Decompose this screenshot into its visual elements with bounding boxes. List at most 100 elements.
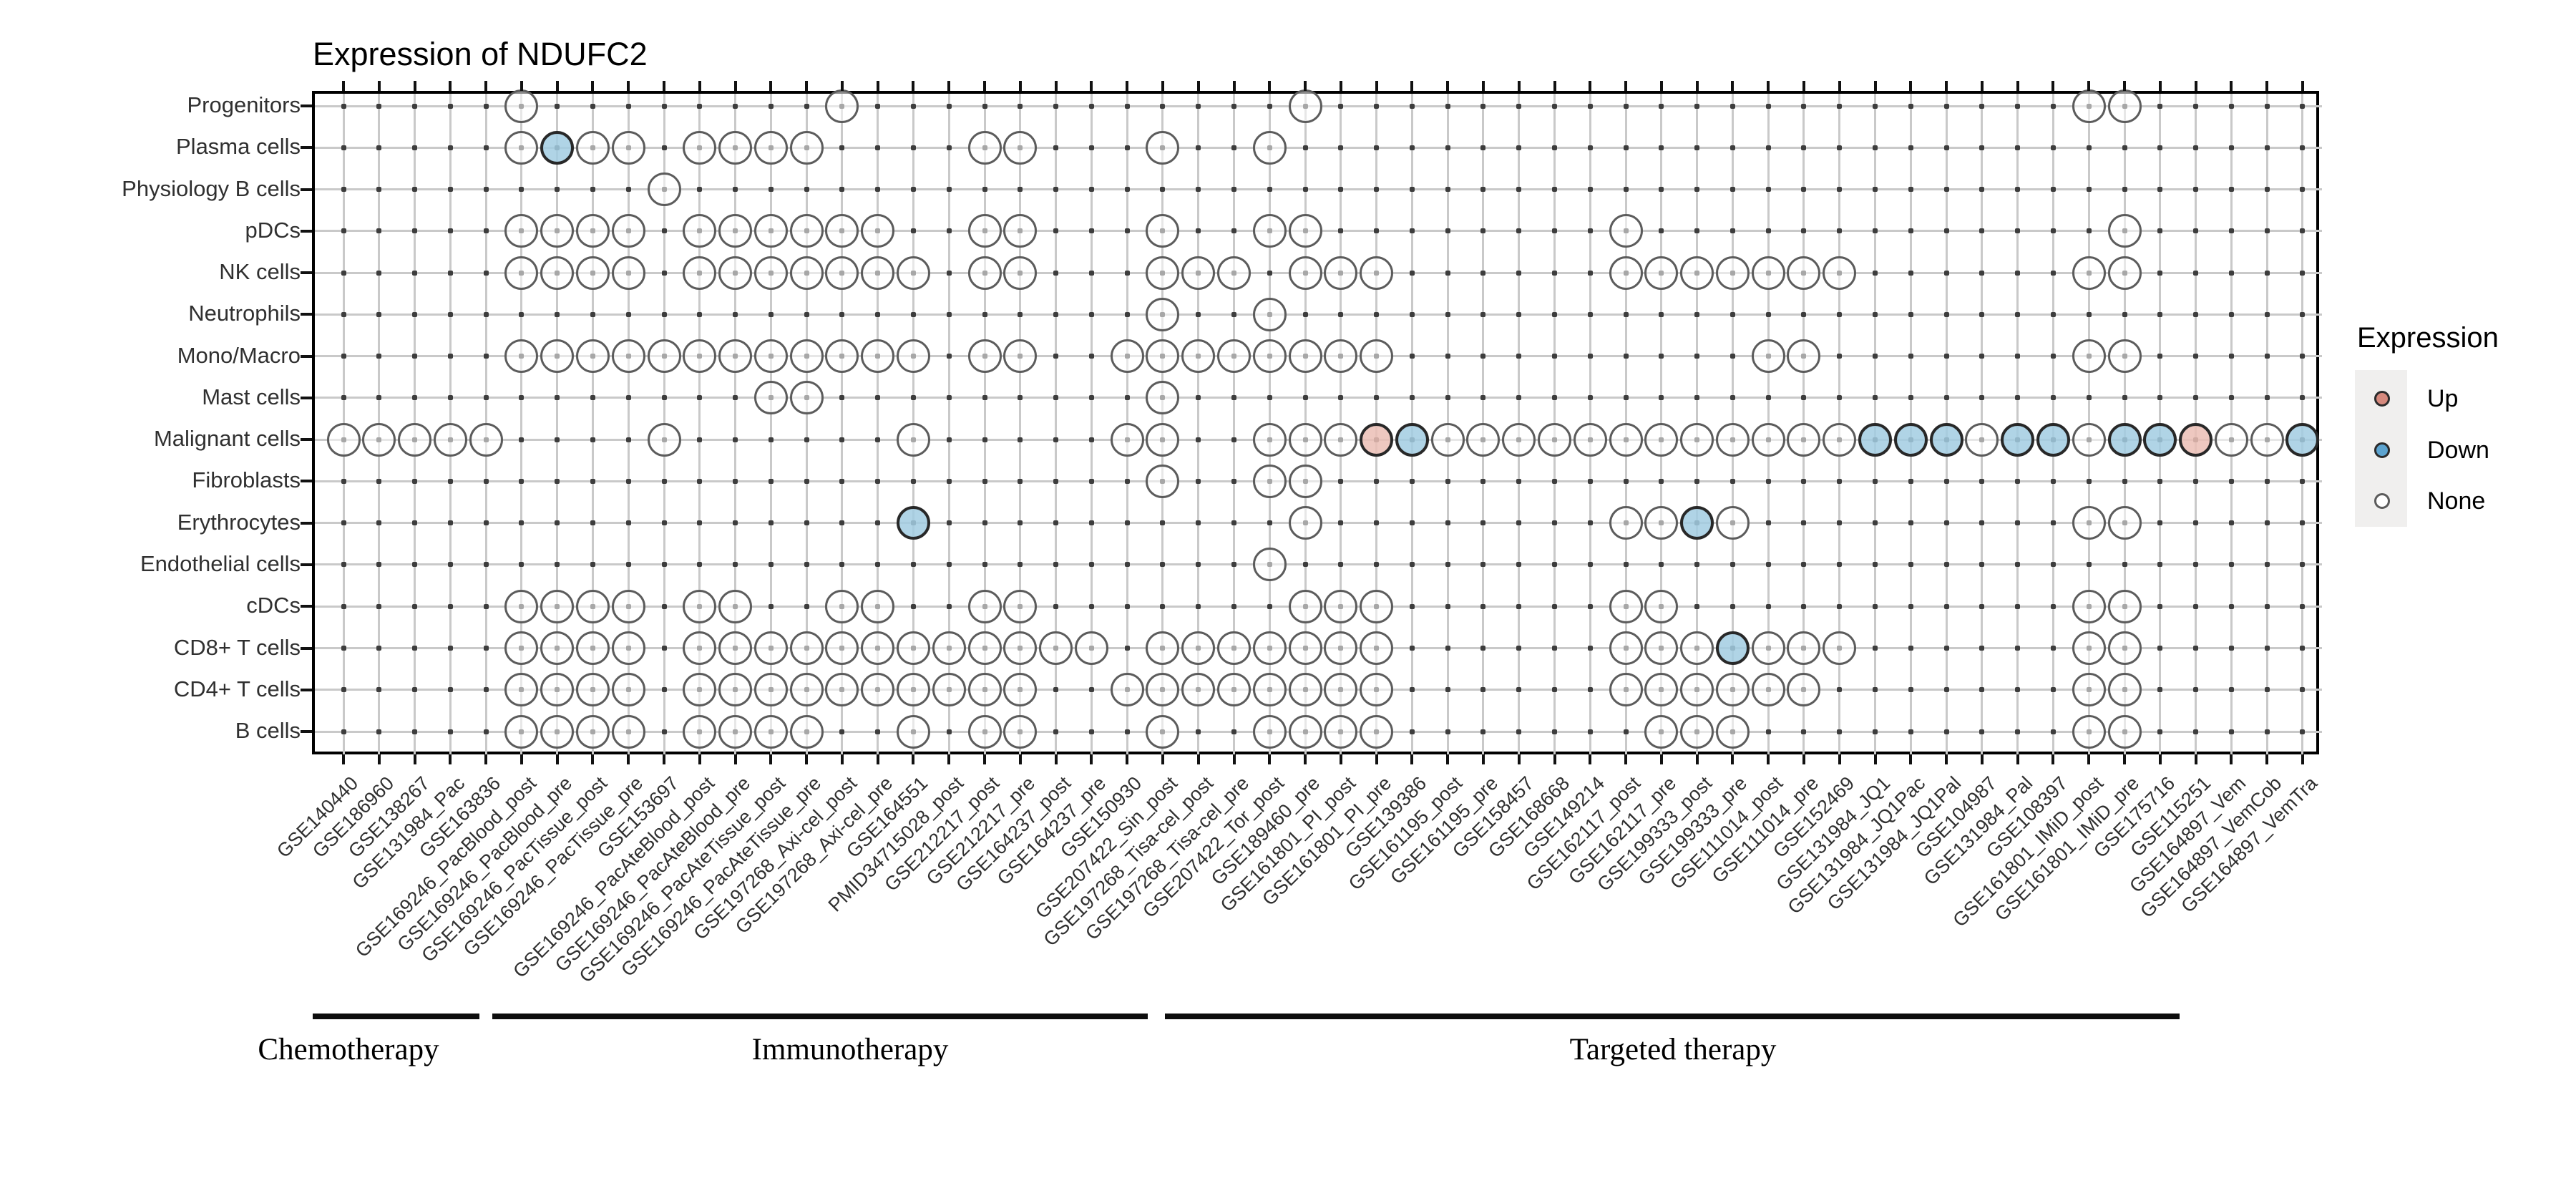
grid-dot [661, 478, 667, 484]
grid-dot [1196, 562, 1201, 568]
x-tick [1304, 754, 1307, 764]
expression-dot [2072, 673, 2106, 707]
expression-dot [718, 214, 753, 248]
grid-dot [1445, 687, 1450, 693]
grid-dot [946, 270, 952, 276]
expression-dot [575, 589, 610, 623]
grid-dot [376, 687, 382, 693]
gridline-vertical [1197, 94, 1200, 757]
grid-dot [1302, 311, 1308, 317]
grid-dot [555, 395, 560, 401]
grid-dot [519, 437, 525, 442]
grid-dot [1837, 395, 1843, 401]
grid-dot [1801, 228, 1807, 234]
grid-dot [412, 103, 418, 109]
x-tick-top [1232, 81, 1236, 91]
expression-dot [896, 339, 930, 374]
grid-dot [625, 395, 631, 401]
grid-dot [946, 478, 952, 484]
grid-dot [483, 311, 489, 317]
grid-dot [1480, 520, 1486, 526]
y-tick [301, 605, 312, 608]
grid-dot [519, 395, 525, 401]
grid-dot [2300, 646, 2306, 651]
y-tick [301, 646, 312, 650]
y-axis-label: CD8+ T cells [173, 634, 301, 660]
grid-dot [483, 228, 489, 234]
grid-dot [2264, 354, 2270, 359]
grid-dot [483, 354, 489, 359]
grid-dot [946, 603, 952, 609]
grid-dot [1516, 145, 1522, 150]
grid-dot [1729, 228, 1735, 234]
grid-dot [2015, 103, 2021, 109]
expression-dot [647, 172, 681, 207]
grid-dot [1124, 228, 1130, 234]
grid-dot [590, 103, 595, 109]
gridline-horizontal [315, 397, 2322, 399]
expression-dot [1360, 339, 1394, 374]
grid-dot [1160, 187, 1166, 193]
grid-dot [447, 520, 453, 526]
gridline-vertical [734, 94, 737, 757]
grid-dot [2050, 270, 2056, 276]
grid-dot [412, 270, 418, 276]
x-tick-top [2123, 81, 2126, 91]
expression-dot [1360, 673, 1394, 707]
x-tick-top [449, 81, 452, 91]
grid-dot [341, 311, 346, 317]
grid-dot [1659, 187, 1664, 193]
grid-dot [1374, 103, 1380, 109]
grid-dot [483, 646, 489, 651]
grid-dot [483, 187, 489, 193]
grid-dot [2050, 187, 2056, 193]
x-tick [1054, 754, 1058, 764]
grid-dot [1160, 520, 1166, 526]
grid-dot [946, 228, 952, 234]
grid-dot [1516, 562, 1522, 568]
grid-dot [447, 603, 453, 609]
grid-dot [982, 562, 987, 568]
y-tick [301, 396, 312, 399]
grid-dot [2264, 478, 2270, 484]
x-tick [377, 754, 381, 764]
grid-dot [2193, 228, 2199, 234]
grid-dot [1729, 562, 1735, 568]
grid-dot [1943, 603, 1949, 609]
grid-dot [1694, 354, 1700, 359]
grid-dot [341, 478, 346, 484]
gridline-vertical [627, 94, 630, 757]
grid-dot [2157, 187, 2163, 193]
grid-dot [661, 228, 667, 234]
grid-dot [2228, 187, 2234, 193]
grid-dot [1979, 478, 1985, 484]
x-tick-top [1196, 81, 1200, 91]
grid-dot [1552, 311, 1558, 317]
grid-dot [910, 395, 916, 401]
expression-dot [1146, 422, 1180, 457]
grid-dot [1587, 187, 1593, 193]
grid-dot [1552, 354, 1558, 359]
grid-dot [2157, 145, 2163, 150]
x-tick [1481, 754, 1485, 764]
grid-dot [2015, 187, 2021, 193]
grid-dot [2015, 354, 2021, 359]
x-tick-top [769, 81, 773, 91]
expression-dot [1893, 422, 1928, 457]
grid-dot [2193, 354, 2199, 359]
grid-dot [1908, 646, 1913, 651]
grid-dot [1267, 270, 1272, 276]
grid-dot [946, 520, 952, 526]
expression-dot [683, 714, 717, 749]
grid-dot [376, 603, 382, 609]
expression-dot [1181, 256, 1216, 290]
grid-dot [1729, 145, 1735, 150]
grid-dot [1623, 187, 1629, 193]
expression-dot [1003, 130, 1038, 165]
grid-dot [1409, 145, 1415, 150]
expression-dot [1715, 256, 1750, 290]
x-tick [1695, 754, 1699, 764]
grid-dot [412, 562, 418, 568]
expression-dot [1288, 589, 1322, 623]
